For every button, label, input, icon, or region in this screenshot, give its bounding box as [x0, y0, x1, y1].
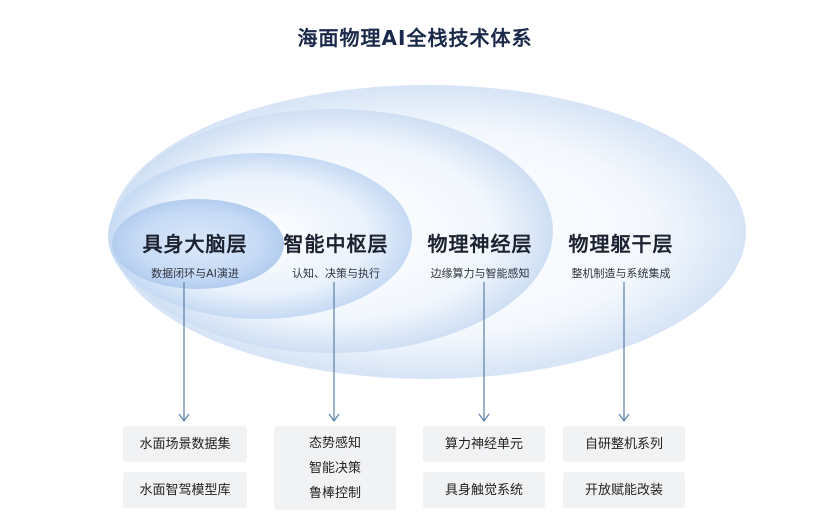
ellipse-inner [112, 199, 284, 289]
brain-item-1: 水面场景数据集 [123, 426, 247, 462]
hub-item-3: 鲁棒控制 [308, 485, 361, 501]
diagram-title: 海面物理AI全栈技术体系 [297, 26, 533, 50]
layer-hub-desc: 认知、决策与执行 [292, 267, 380, 280]
hub-item-1: 态势感知 [308, 435, 361, 451]
arrowhead-1 [178, 413, 190, 423]
arrowhead-2 [328, 413, 340, 423]
arrowhead-3 [478, 413, 490, 423]
layer-hub-name: 智能中枢层 [283, 232, 389, 256]
arrowhead-4 [618, 413, 630, 423]
body-item-2: 开放赋能改装 [563, 472, 685, 508]
nerve-item-1: 算力神经单元 [423, 426, 545, 462]
layer-body-name: 物理躯干层 [568, 232, 674, 256]
layer-brain-desc: 数据闭环与AI演进 [151, 267, 239, 280]
layer-nerve-desc: 边缘算力与智能感知 [430, 267, 530, 280]
layer-brain: 具身大脑层 数据闭环与AI演进 [110, 228, 280, 281]
hub-items: 态势感知 智能决策 鲁棒控制 [274, 426, 396, 510]
layer-nerve-name: 物理神经层 [427, 232, 533, 256]
layer-body-desc: 整机制造与系统集成 [571, 267, 671, 280]
body-item-1: 自研整机系列 [563, 426, 685, 462]
brain-item-2: 水面智驾模型库 [123, 472, 247, 508]
layer-brain-name: 具身大脑层 [142, 232, 248, 256]
hub-item-2: 智能决策 [308, 460, 361, 476]
layer-body: 物理躯干层 整机制造与系统集成 [536, 228, 706, 281]
connector-arrows [178, 282, 630, 423]
nerve-item-2: 具身触觉系统 [423, 472, 545, 508]
layer-nerve: 物理神经层 边缘算力与智能感知 [395, 228, 565, 281]
layer-hub: 智能中枢层 认知、决策与执行 [251, 228, 421, 281]
